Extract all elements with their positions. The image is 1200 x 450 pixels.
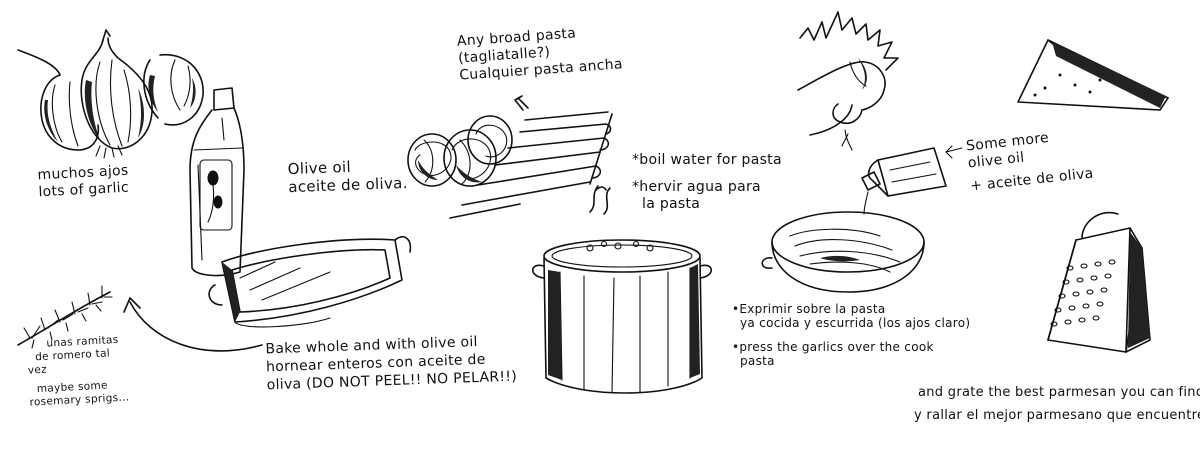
garlic-bulbs-icon xyxy=(17,29,204,159)
press-note: •Exprimir sobre la pasta ya cocida y esc… xyxy=(732,302,970,368)
olive-oil-note: Olive oil aceite de oliva. xyxy=(287,156,408,196)
pasta-nests-icon xyxy=(407,115,513,187)
boil-note: *boil water for pasta *hervir agua para … xyxy=(632,152,782,213)
boil-note-en: *boil water for pasta xyxy=(632,152,782,168)
rosemary-note: unas ramitas de romero tal vez maybe som… xyxy=(26,333,130,409)
baking-dish-icon xyxy=(208,236,412,328)
pan-with-pasta-icon xyxy=(761,211,925,293)
boil-note-es-line2: la pasta xyxy=(642,196,701,212)
grate-note-es: y rallar el mejor parmesano que encuentr… xyxy=(914,408,1200,423)
curved-arrow-icon xyxy=(123,297,263,352)
garlic-note: muchos ajos lots of garlic xyxy=(37,163,130,202)
hand-pressing-garlic-icon xyxy=(797,11,899,151)
stock-pot-icon xyxy=(531,185,713,394)
box-grater-icon xyxy=(1047,211,1151,353)
boil-note-es-line1: *hervir agua para xyxy=(632,179,761,195)
rosemary-sprig-icon xyxy=(17,285,113,349)
pointer-arrow-icon xyxy=(945,145,963,159)
grate-note-en: and grate the best parmesan you can find xyxy=(918,385,1200,400)
press-note-es-line2: ya cocida y escurrida (los ajos claro) xyxy=(740,316,971,330)
grate-note: and grate the best parmesan you can find… xyxy=(914,384,1200,424)
press-note-es-line1: •Exprimir sobre la pasta xyxy=(732,302,886,316)
oil-bottle-pouring-icon xyxy=(861,147,947,215)
olive-oil-bottle-icon xyxy=(189,87,245,277)
tagliatelle-strips-icon xyxy=(449,95,613,219)
press-note-en-line1: •press the garlics over the cook xyxy=(732,340,934,354)
bake-note: Bake whole and with olive oil hornear en… xyxy=(265,332,517,395)
press-note-en-line2: pasta xyxy=(740,354,775,368)
parmesan-wedge-icon xyxy=(1017,39,1169,111)
